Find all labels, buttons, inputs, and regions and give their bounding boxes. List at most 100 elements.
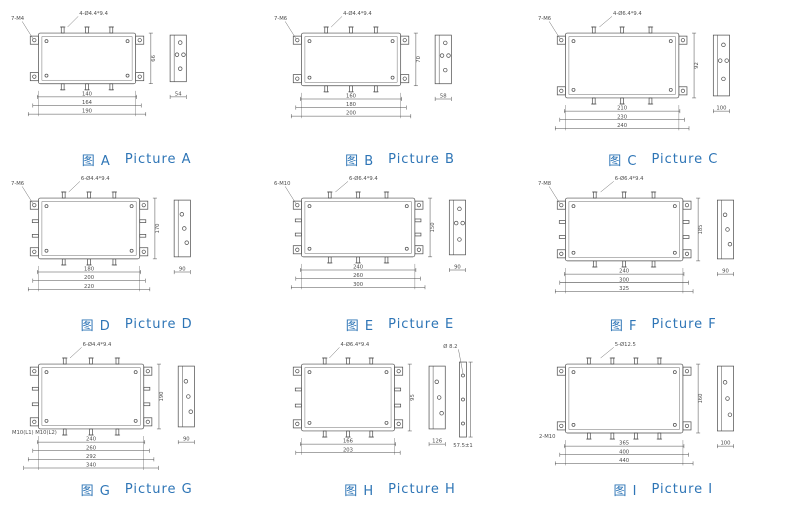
annotation-label: 7-M6 [274, 16, 288, 22]
caption-zh: 图 E [345, 319, 375, 335]
dimension-label: 90 [179, 267, 186, 273]
dimension-label: 240 [619, 269, 629, 275]
annotation-label: 5-Ø12.5 [614, 340, 635, 347]
dimension-label: 95 [410, 394, 416, 401]
figure-caption: 图 E Picture E [346, 315, 454, 335]
dimension-label: 230 [617, 114, 627, 120]
dimension-label: 150 [430, 223, 436, 233]
caption-en: Picture B [388, 151, 455, 167]
dimension-label: 200 [346, 111, 356, 117]
caption-zh: 图 A [81, 153, 111, 169]
dimension-label: 164 [82, 100, 93, 106]
caption-zh: 图 B [345, 153, 375, 169]
dimension-label: 166 [343, 438, 354, 444]
dimension-label: 190 [159, 391, 165, 401]
front-view-h [293, 346, 473, 455]
caption-zh: 图 F [609, 319, 638, 335]
dimension-label: 57.5±1 [454, 443, 473, 449]
annotation-label: 4-Ø4.4*9.4 [343, 10, 372, 17]
front-view-e [285, 181, 467, 290]
caption-en: Picture H [388, 482, 456, 498]
dimension-label: 365 [619, 440, 629, 446]
dimension-label: 160 [698, 393, 704, 403]
dimension-label: 325 [619, 286, 629, 292]
front-view-a [21, 16, 187, 117]
annotation-label: Ø 8.2 [444, 343, 458, 350]
caption-en: Picture A [124, 151, 192, 167]
dimension-label: 220 [84, 284, 94, 290]
figure-caption: 图 D Picture D [81, 315, 193, 335]
figure-caption: 图 B Picture B [345, 149, 455, 169]
front-view-d [21, 181, 191, 292]
figure-caption: 图 A Picture A [82, 149, 192, 169]
dimension-label: 90 [722, 269, 729, 275]
caption-zh: 图 I [613, 484, 638, 500]
dimension-label: 100 [720, 440, 730, 446]
dimension-label: 260 [353, 274, 363, 280]
figure-caption: 图 G Picture G [81, 480, 193, 500]
annotation-label: 2-M10 [539, 434, 555, 440]
front-view-c [548, 16, 730, 131]
annotation-label: 6-Ø4.4*9.4 [81, 175, 110, 182]
caption-en: Picture E [388, 317, 455, 333]
caption-en: Picture G [124, 482, 193, 498]
dimension-label: 140 [82, 91, 92, 97]
annotation-label: M10(L1) M10(L2) [12, 430, 57, 436]
annotation-label: 4-Ø6.4*9.4 [613, 10, 642, 17]
dimension-label: 100 [716, 106, 726, 112]
figure-caption: 图 C Picture C [608, 149, 718, 169]
front-view-i [554, 346, 734, 466]
dimension-label: 170 [155, 224, 161, 234]
dimension-label: 90 [183, 436, 190, 442]
dimension-label: 190 [82, 109, 92, 115]
front-view-f [548, 181, 734, 294]
dimension-label: 54 [175, 91, 182, 97]
dimension-label: 260 [86, 445, 96, 451]
dimension-label: 160 [346, 94, 356, 100]
dimension-label: 70 [416, 56, 422, 63]
figure-caption: 图 F Picture F [610, 315, 717, 335]
dimension-label: 90 [454, 265, 461, 271]
annotation-label: 6-Ø6.4*9.4 [349, 175, 378, 182]
dimension-label: 180 [346, 102, 356, 108]
caption-en: Picture I [651, 482, 714, 498]
dimension-label: 240 [86, 436, 96, 442]
dimension-label: 300 [619, 278, 629, 284]
dimension-label: 240 [353, 265, 363, 271]
dimension-label: 340 [86, 462, 96, 468]
dimension-label: 180 [84, 267, 94, 273]
front-view-b [285, 16, 453, 119]
annotation-label: 6-Ø6.4*9.4 [614, 175, 643, 182]
annotation-label: 6-Ø4.4*9.4 [83, 340, 112, 347]
dimension-label: 300 [353, 282, 363, 288]
annotation-label: 4-Ø4.4*9.4 [79, 10, 108, 17]
dimension-label: 292 [86, 454, 96, 460]
caption-zh: 图 D [80, 319, 111, 335]
caption-zh: 图 C [608, 153, 638, 169]
dimension-label: 240 [617, 123, 627, 129]
caption-en: Picture F [651, 317, 717, 333]
caption-zh: 图 H [344, 484, 375, 500]
dimension-label: 92 [694, 62, 700, 69]
dimension-label: 126 [432, 438, 443, 444]
dimension-label: 66 [151, 54, 157, 61]
dimension-label: 185 [698, 225, 704, 235]
